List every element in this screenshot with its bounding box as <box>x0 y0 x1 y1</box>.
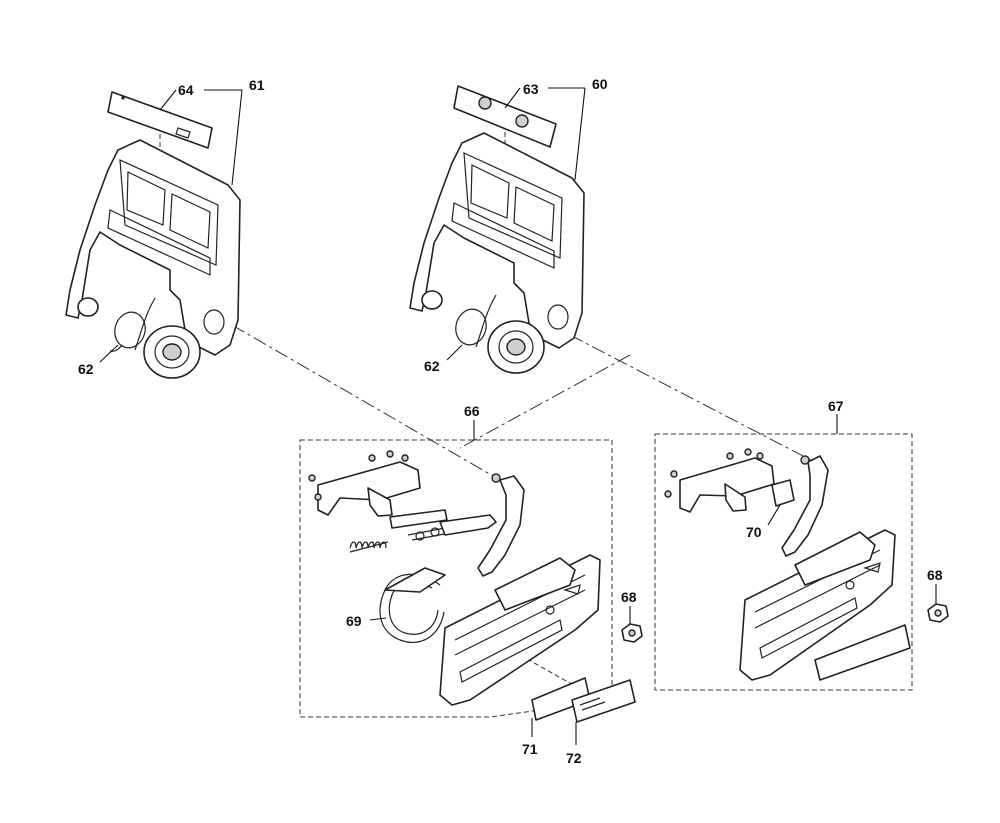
front-handle-60 <box>409 132 585 374</box>
nut-68-right <box>927 603 949 623</box>
callout-68-left: 68 <box>621 589 637 605</box>
callout-71: 71 <box>522 741 538 757</box>
callout-70: 70 <box>746 524 762 540</box>
spring-62-right <box>455 294 497 348</box>
label-plate-64 <box>107 91 213 149</box>
callout-labels: 64 61 63 60 62 62 66 67 68 68 69 70 71 7… <box>78 76 943 766</box>
callout-72: 72 <box>566 750 582 766</box>
callout-68-right: 68 <box>927 567 943 583</box>
front-handle-61 <box>65 139 241 379</box>
kit-67-group <box>654 433 913 691</box>
leader-lines <box>99 87 937 745</box>
callout-62-left: 62 <box>78 361 94 377</box>
callout-66: 66 <box>464 403 480 419</box>
callout-64: 64 <box>178 82 194 98</box>
callout-60: 60 <box>592 76 608 92</box>
label-plate-63 <box>453 85 557 148</box>
callout-62-right: 62 <box>424 358 440 374</box>
callout-69: 69 <box>346 613 362 629</box>
callout-61: 61 <box>249 77 265 93</box>
nut-68-left <box>621 623 643 643</box>
kit-66-group <box>299 439 636 723</box>
callout-67: 67 <box>828 398 844 414</box>
callout-63: 63 <box>523 81 539 97</box>
